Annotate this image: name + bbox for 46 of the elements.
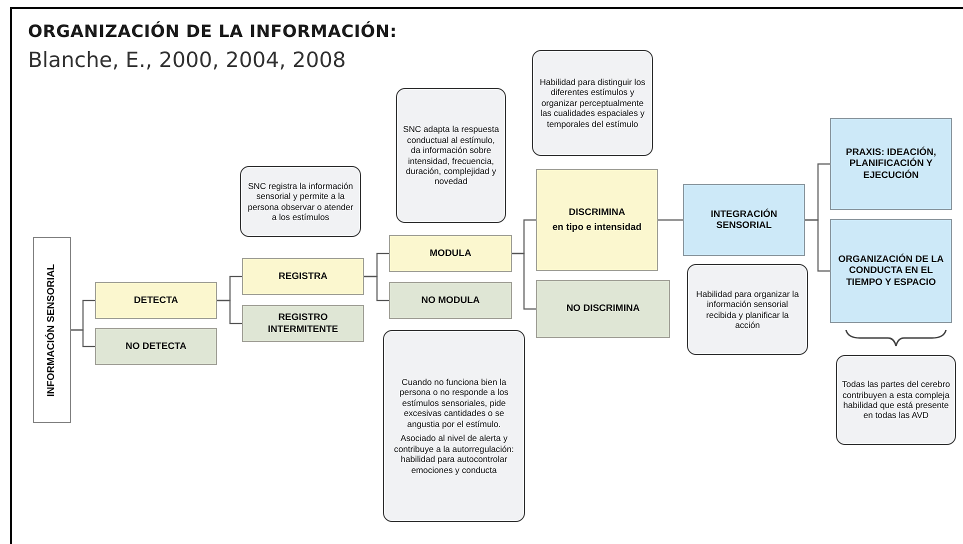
connector-line bbox=[512, 252, 536, 310]
box-label: MODULA bbox=[430, 248, 472, 260]
box-label: NO DISCRIMINA bbox=[566, 303, 640, 315]
process-box bbox=[95, 328, 217, 365]
note-box bbox=[240, 166, 361, 237]
box-label: DISCRIMINA bbox=[568, 206, 626, 218]
process-box bbox=[830, 219, 952, 323]
process-box bbox=[389, 235, 512, 272]
box-label: NO MODULA bbox=[421, 294, 480, 306]
box-label: INFORMACIÓN SENSORIAL bbox=[46, 264, 58, 396]
connector-line bbox=[805, 219, 830, 272]
connector-line bbox=[71, 329, 95, 348]
process-box bbox=[389, 282, 512, 319]
process-box bbox=[242, 258, 364, 295]
note-box bbox=[687, 264, 808, 355]
box-label: REGISTRO INTERMITENTE bbox=[266, 312, 340, 335]
box-label: DETECTA bbox=[134, 294, 178, 306]
note-text: SNC adapta la respuesta conductual al estímulo, da información sobre intensidad, frecuencia, duración, complejidad y novedad bbox=[402, 124, 500, 187]
note-text: Habilidad para distinguir los diferentes estímulos y organizar perceptualmente las cualidades espaciales y temporales del estímulo bbox=[538, 76, 646, 130]
connector-line bbox=[217, 300, 242, 324]
box-label: INTEGRACIÓN SENSORIAL bbox=[710, 208, 778, 232]
diagram-title: ORGANIZACIÓN DE LA INFORMACIÓN: bbox=[28, 22, 397, 42]
category-box bbox=[33, 237, 71, 423]
process-box bbox=[830, 118, 952, 210]
process-box bbox=[683, 184, 805, 256]
note-text: Todas las partes del cerebro contribuyen a esta compleja habilidad que está presente en todas las AVD bbox=[842, 379, 950, 421]
note-box bbox=[383, 330, 525, 522]
box-label: REGISTRA bbox=[278, 270, 328, 282]
note-text: Cuando no funciona bien la persona o no responde a los estímulos sensoriales, pide excesivas cantidades o se angustia por el estímulo. bbox=[398, 376, 510, 430]
note-text: SNC registra la información sensorial y permite a la persona observar o atender a los estímulos bbox=[246, 180, 354, 222]
box-label: en tipo e intensidad bbox=[552, 222, 642, 234]
note-text: Asociado al nivel de alerta y contribuye a la autorregulación: habilidad para autocontrolar emociones y conducta bbox=[393, 433, 515, 476]
note-box bbox=[532, 50, 653, 156]
box-label: ORGANIZACIÓN DE LA CONDUCTA EN EL TIEMPO Y ESPACIO bbox=[837, 254, 945, 288]
note-box bbox=[396, 88, 506, 223]
process-box bbox=[242, 305, 364, 342]
process-box bbox=[536, 169, 658, 271]
connector-line bbox=[364, 276, 389, 302]
process-box bbox=[536, 280, 670, 338]
citation-text: Blanche, E., 2000, 2004, 2008 bbox=[28, 48, 346, 72]
note-box bbox=[836, 355, 956, 445]
box-label: NO DETECTA bbox=[125, 340, 187, 352]
note-text: Habilidad para organizar la información sensorial recibida y planificar la acción bbox=[695, 288, 800, 330]
connector-line bbox=[658, 219, 683, 221]
process-box bbox=[95, 282, 217, 319]
box-label: PRAXIS: IDEACIÓN, PLANIFICACIÓN Y EJECUCIÓN bbox=[844, 146, 938, 182]
